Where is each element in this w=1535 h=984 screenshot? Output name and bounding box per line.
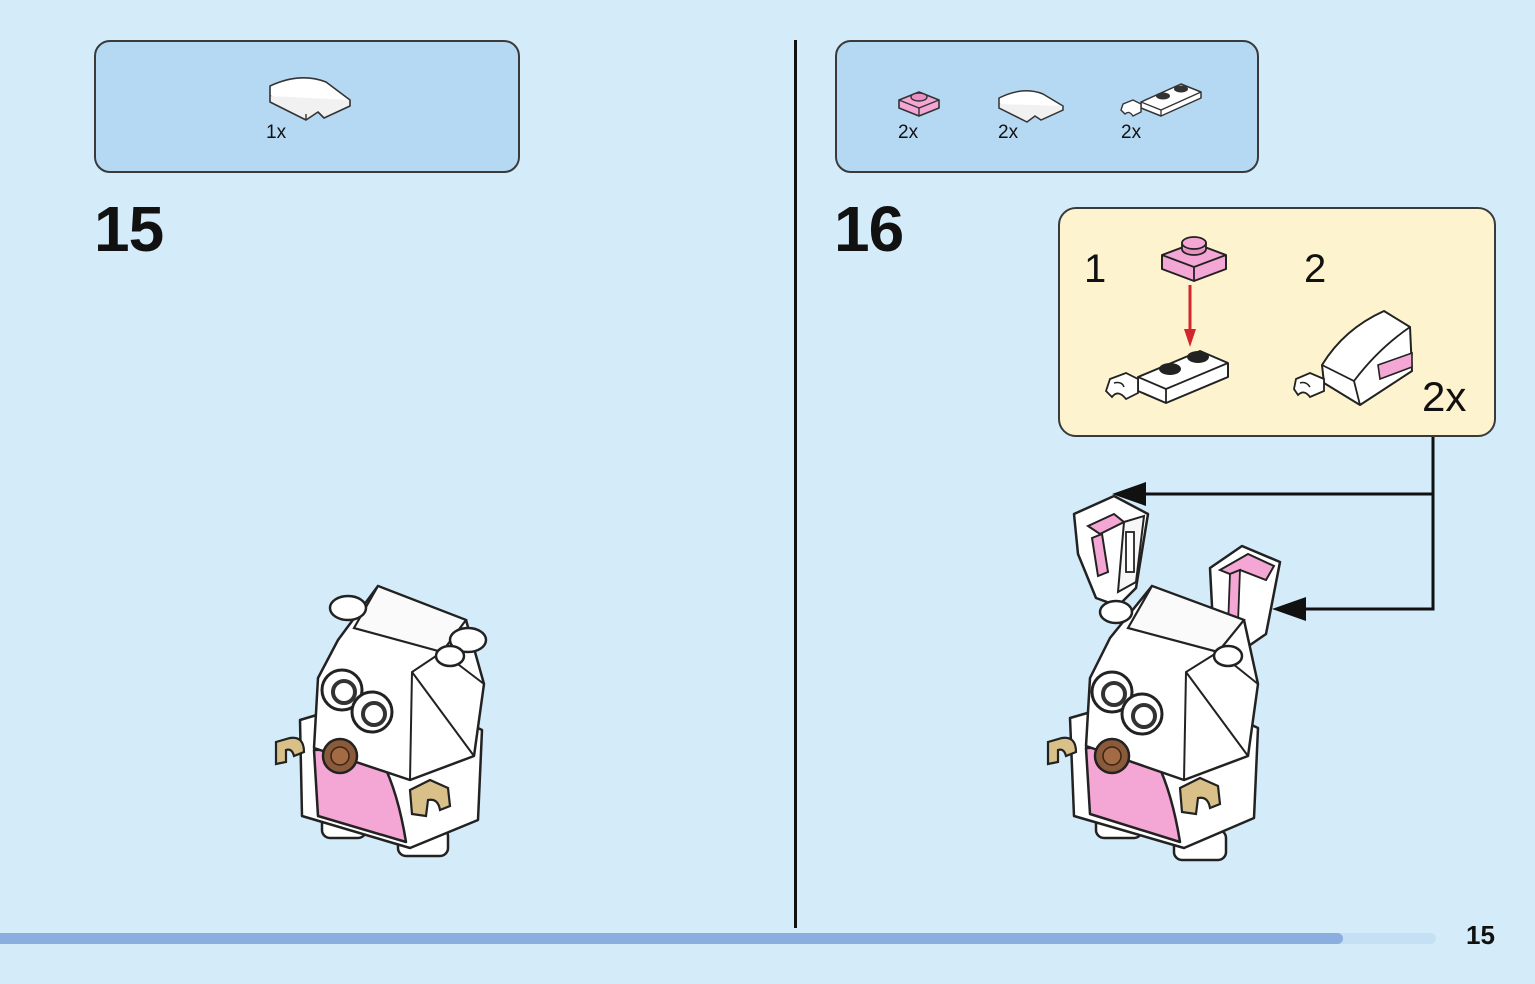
- substep-number-1: 1: [1084, 247, 1107, 291]
- white-curved-slope-on-clip-icon: [1292, 309, 1422, 413]
- pink-plate-1x1-icon: [1158, 231, 1230, 289]
- step-number-16: 16: [834, 193, 904, 265]
- parts-list-box-step-15: 1x: [94, 40, 520, 173]
- arrowhead-right-ear: [1272, 597, 1306, 621]
- part-quantity: 2x: [898, 122, 919, 143]
- progress-bar-fill: [0, 933, 1343, 944]
- pink-plate-1x1-icon: [895, 84, 943, 122]
- white-clip-plate-icon: [1119, 74, 1205, 124]
- bunny-with-ears-model-icon: [1044, 492, 1294, 877]
- part-quantity: 2x: [1121, 122, 1142, 143]
- page-divider: [794, 40, 797, 928]
- arrowhead-upper-ear: [1112, 482, 1146, 506]
- parts-list-box-step-16: 2x 2x 2x: [835, 40, 1259, 173]
- placement-arrow-icon: [1184, 285, 1196, 349]
- progress-bar: [0, 933, 1436, 944]
- sub-assembly-callout: 1 2 2x: [1058, 207, 1496, 437]
- callout-multiplier: 2x: [1422, 373, 1467, 420]
- part-quantity: 2x: [998, 122, 1019, 143]
- white-clip-plate-icon: [1104, 337, 1234, 415]
- white-curved-slope-icon: [266, 72, 356, 124]
- substep-number-2: 2: [1304, 247, 1327, 291]
- step-number-15: 15: [94, 193, 164, 265]
- white-curved-slope-icon: [995, 86, 1067, 124]
- part-quantity: 1x: [266, 122, 287, 143]
- bunny-body-model-icon: [270, 580, 500, 875]
- page-number: 15: [1466, 920, 1495, 950]
